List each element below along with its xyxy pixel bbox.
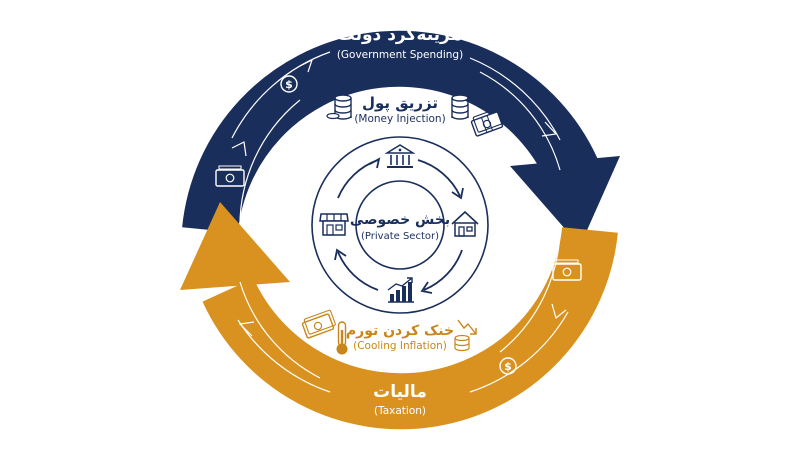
government-spending-title-fa: هزینه‌کرد دولت [338,25,463,45]
dollar-coin-icon: $ [280,75,298,93]
government-spending-title-en: (Government Spending) [337,49,463,61]
money-injection-title-fa: تزریق پول [362,94,438,113]
bank-icon [384,144,416,168]
svg-text:$: $ [285,78,293,91]
taxation-title-en: (Taxation) [374,405,426,417]
trend-down-coins-icon [454,319,477,352]
cash-bundle-icon [301,309,336,339]
taxation-arc [180,202,618,430]
cooling-inflation-title-fa: خنک کردن تورم [346,323,454,339]
coin-stack-icon [451,94,469,120]
cash-bundle-icon [470,107,505,137]
government-spending-arc [182,30,620,246]
svg-text:$: $ [504,360,512,373]
money-injection-title-en: (Money Injection) [354,113,445,125]
dollar-coin-icon: $ [499,357,517,375]
thermometer-icon [336,321,348,355]
coin-stack-icon [326,94,352,120]
taxation-title-fa: مالیات [373,382,427,402]
private-sector-title-fa: بخش خصوصی [350,212,450,228]
money-injection-group: تزریق پول (Money Injection) [326,94,505,137]
house-icon [451,210,479,237]
private-sector-loop: بخش خصوصی (Private Sector) [311,136,489,314]
private-sector-title-en: (Private Sector) [361,231,439,242]
cooling-inflation-group: خنک کردن تورم (Cooling Inflation) [301,309,477,355]
storefront-icon [319,213,349,236]
banknote-icon [215,165,245,187]
cooling-inflation-title-en: (Cooling Inflation) [353,340,447,352]
rising-chart-icon [387,277,414,303]
banknote-icon [552,259,582,281]
